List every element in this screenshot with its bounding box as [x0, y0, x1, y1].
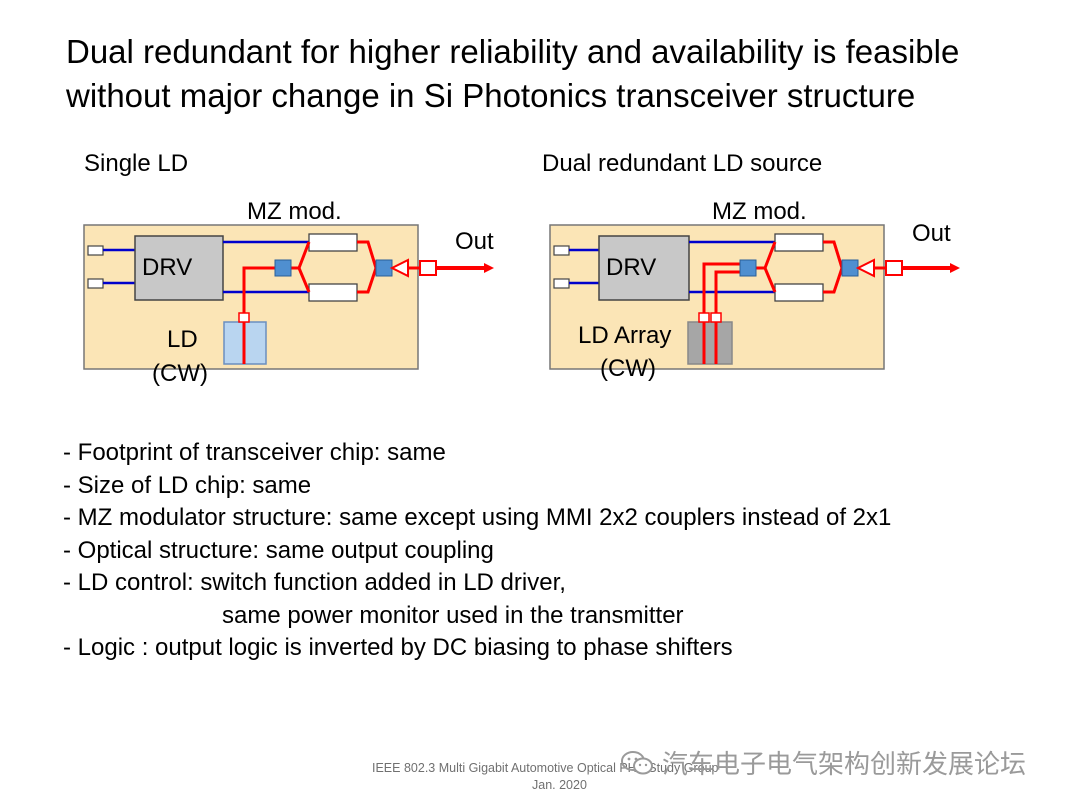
slide-title: Dual redundant for higher reliability an…: [66, 30, 1066, 118]
ld-cw-label: (CW): [152, 360, 208, 387]
bullet-item: - Footprint of transceiver chip: same: [63, 439, 446, 466]
coupler-output: [375, 259, 393, 277]
ld-cw-label: (CW): [600, 355, 656, 382]
title-line-1: Dual redundant for higher reliability an…: [66, 33, 960, 70]
bullet-item-continuation: same power monitor used in the transmitt…: [222, 601, 684, 629]
footer-line-2: Jan. 2020: [532, 778, 587, 792]
mz-label: MZ mod.: [247, 198, 342, 225]
bullet-item: - Logic : output logic is inverted by DC…: [63, 634, 733, 661]
phase-shifter-top: [308, 233, 358, 252]
pad: [87, 245, 104, 256]
transceiver-diagrams: DRV MZ mod. Out LD (CW): [83, 198, 960, 387]
bullet-item: - LD control: switch function added in L…: [63, 569, 566, 596]
ld-array-chip: [687, 321, 733, 365]
single-ld-heading: Single LD: [84, 150, 189, 177]
bullet-item: - MZ modulator structure: same except us…: [63, 504, 892, 531]
watermark-text: 汽车电子电气架构创新发展论坛: [662, 749, 1027, 779]
drv-label: DRV: [606, 254, 656, 281]
dual-ld-heading: Dual redundant LD source: [542, 150, 823, 177]
pad: [87, 278, 104, 289]
watermark: 汽车电子电气架构创新发展论坛: [620, 744, 1026, 781]
title-line-2: without major change in Si Photonics tra…: [66, 77, 916, 114]
driver-block: [598, 235, 690, 301]
bullet-item: - Optical structure: same output couplin…: [63, 536, 494, 564]
phase-shifter-bottom: [774, 283, 824, 302]
pad: [553, 278, 570, 289]
driver-block: [134, 235, 224, 301]
out-label: Out: [455, 228, 494, 255]
bullet-list: - Footprint of transceiver chip: same - …: [63, 437, 891, 665]
wechat-icon: [621, 750, 653, 774]
pad: [553, 245, 570, 256]
coupler-input: [274, 259, 292, 277]
coupler-output: [841, 259, 859, 277]
footer-line-1: IEEE 802.3 Multi Gigabit Automotive Opti…: [372, 761, 719, 775]
phase-shifter-top: [774, 233, 824, 252]
dual-ld-diagram: DRV MZ mod. Out LD Array (CW): [549, 198, 960, 382]
coupler-input-2x2: [739, 259, 757, 277]
mz-label: MZ mod.: [712, 198, 807, 225]
ld-array-label: LD Array: [578, 322, 671, 349]
out-label: Out: [912, 220, 951, 247]
ld-label: LD: [167, 326, 198, 353]
drv-label: DRV: [142, 254, 192, 281]
bullet-item: - Size of LD chip: same: [63, 471, 312, 499]
phase-shifter-bottom: [308, 283, 358, 302]
single-ld-diagram: DRV MZ mod. Out LD (CW): [83, 198, 494, 387]
